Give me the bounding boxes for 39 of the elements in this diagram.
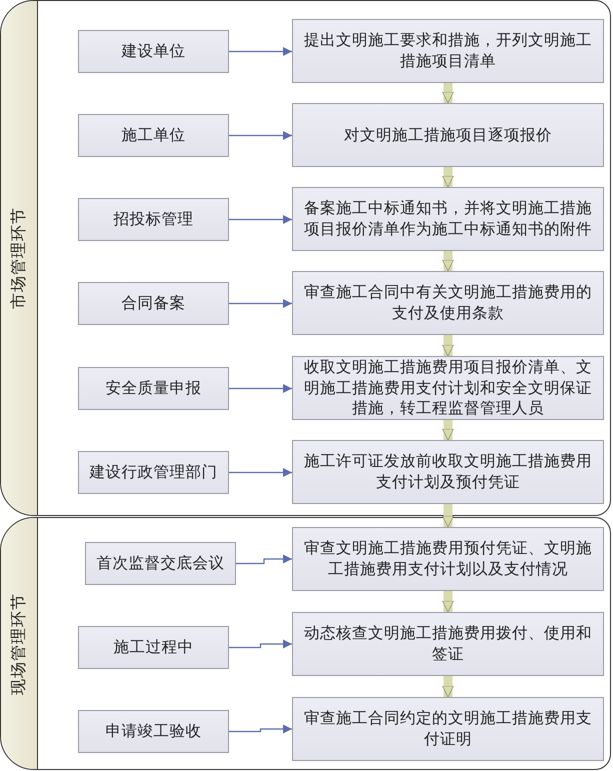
arrow bbox=[229, 640, 292, 648]
process-box: 提出文明施工要求和措施，开列文明施工措施项目清单 bbox=[292, 19, 604, 83]
process-box: 动态核查文明施工措施费用拨付、使用和签证 bbox=[292, 612, 604, 676]
role-box: 建设行政管理部门 bbox=[78, 451, 229, 494]
section-panel bbox=[0, 517, 611, 770]
arrow bbox=[229, 131, 292, 140]
section-heading: 市场管理环节 bbox=[8, 207, 28, 309]
process-box: 收取文明施工措施费用项目报价清单、文明施工措施费用支付计划和安全文明保证措施，转工程监督管理人员 bbox=[292, 356, 604, 420]
role-box: 首次监督交底会议 bbox=[85, 542, 236, 585]
process-box: 审查施工合同中有关文明施工措施费用的支付及使用条款 bbox=[292, 271, 604, 335]
role-box: 招投标管理 bbox=[78, 198, 229, 241]
process-box: 备案施工中标通知书，并将文明施工措施项目报价清单作为施工中标通知书的附件 bbox=[292, 187, 604, 251]
role-box: 建设单位 bbox=[78, 30, 229, 73]
block-arrow bbox=[442, 335, 454, 356]
section-heading: 现场管理环节 bbox=[8, 592, 28, 694]
process-box: 审查施工合同约定的文明施工措施费用支付证明 bbox=[292, 697, 604, 761]
arrow bbox=[236, 554, 292, 564]
process-box: 对文明施工措施项目逐项报价 bbox=[292, 103, 604, 167]
arrow bbox=[229, 468, 292, 477]
section-panel bbox=[0, 0, 611, 516]
arrow bbox=[229, 299, 292, 308]
role-box: 施工单位 bbox=[78, 114, 229, 157]
block-arrow bbox=[442, 591, 454, 612]
block-arrow bbox=[442, 167, 454, 188]
process-box: 审查文明施工措施费用预付凭证、文明施工措施费用支付计划以及支付情况 bbox=[292, 527, 604, 591]
block-arrow bbox=[442, 83, 454, 104]
process-box: 施工许可证发放前收取文明施工措施费用支付计划及预付凭证 bbox=[292, 440, 604, 504]
arrow bbox=[229, 724, 292, 734]
role-box: 申请竣工验收 bbox=[78, 710, 229, 753]
block-arrow bbox=[442, 676, 454, 698]
arrow bbox=[229, 215, 292, 224]
block-arrow bbox=[442, 251, 454, 272]
role-box: 合同备案 bbox=[78, 282, 229, 325]
arrow bbox=[229, 47, 292, 56]
block-arrow bbox=[442, 504, 454, 528]
role-box: 安全质量申报 bbox=[78, 367, 229, 410]
block-arrow bbox=[442, 420, 454, 440]
arrow bbox=[229, 384, 292, 393]
role-box: 施工过程中 bbox=[78, 626, 229, 669]
